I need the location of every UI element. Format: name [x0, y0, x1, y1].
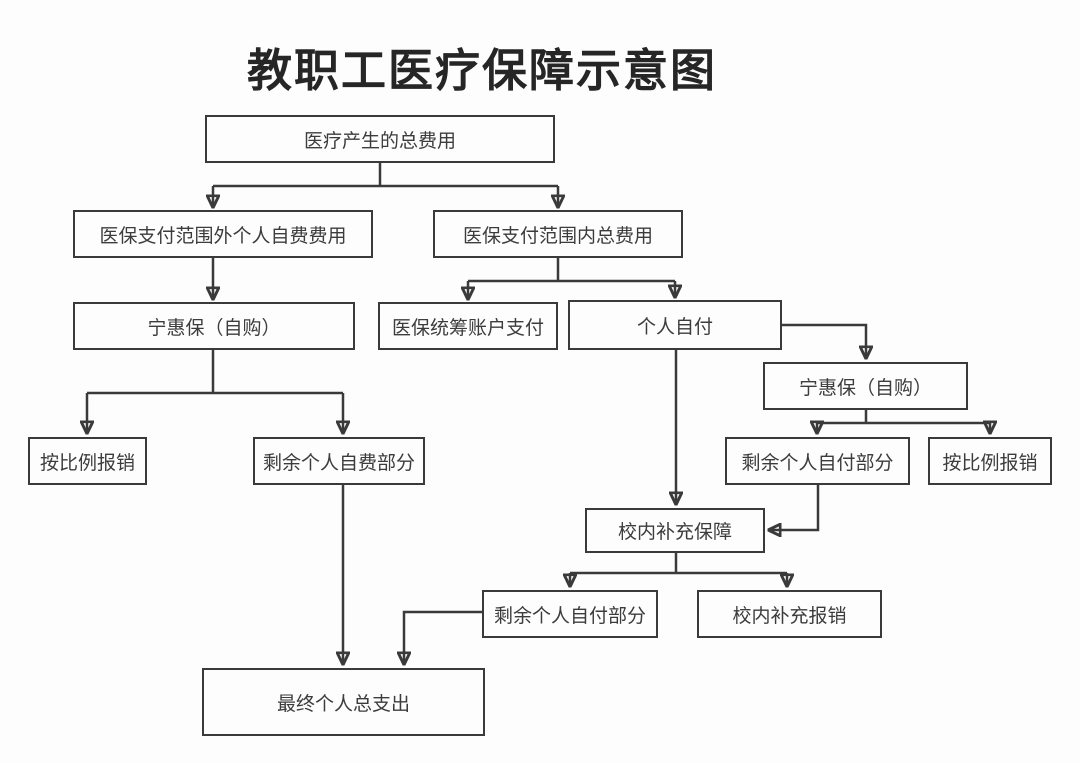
- node-label: 剩余个人自付部分: [493, 605, 646, 627]
- page-title: 教职工医疗保障示意图: [246, 45, 718, 96]
- node-label: 医保支付范围外个人自费费用: [99, 225, 347, 247]
- node-campus-supplement-cover: 校内补充保障: [585, 508, 765, 553]
- node-label: 个人自付: [636, 316, 713, 338]
- node-total-medical-cost: 医疗产生的总费用: [205, 115, 555, 163]
- node-out-of-scope-self-paid: 医保支付范围外个人自费费用: [73, 210, 373, 258]
- node-label: 按比例报销: [942, 452, 1038, 474]
- node-label: 医疗产生的总费用: [303, 130, 456, 152]
- node-ninghuibao-right: 宁惠保（自购）: [763, 362, 968, 410]
- node-label: 最终个人总支出: [276, 693, 410, 715]
- node-label: 剩余个人自费部分: [262, 452, 415, 474]
- node-remaining-self-pay-right: 剩余个人自付部分: [725, 437, 910, 485]
- node-pooled-account-pay: 医保统筹账户支付: [378, 302, 558, 350]
- node-proportional-reimburse-right: 按比例报销: [928, 437, 1052, 485]
- node-remaining-self-paid-part: 剩余个人自费部分: [253, 437, 425, 485]
- node-label: 校内补充报销: [732, 605, 847, 627]
- node-remaining-self-pay-bottom: 剩余个人自付部分: [482, 590, 658, 638]
- node-label: 校内补充保障: [617, 522, 732, 543]
- node-final-total-spend: 最终个人总支出: [202, 668, 485, 736]
- node-campus-supplement-reimburse: 校内补充报销: [697, 590, 882, 638]
- node-in-scope-total: 医保支付范围内总费用: [433, 210, 683, 258]
- node-label: 剩余个人自付部分: [741, 452, 894, 474]
- node-label: 宁惠保（自购）: [798, 377, 932, 399]
- node-label: 按比例报销: [39, 452, 135, 474]
- node-label: 医保支付范围内总费用: [462, 225, 653, 247]
- node-ninghuibao-left: 宁惠保（自购）: [73, 302, 355, 350]
- node-label: 宁惠保（自购）: [147, 317, 281, 339]
- node-label: 医保统筹账户支付: [391, 317, 544, 339]
- node-personal-self-pay: 个人自付: [568, 300, 782, 350]
- node-proportional-reimburse-left: 按比例报销: [28, 437, 147, 485]
